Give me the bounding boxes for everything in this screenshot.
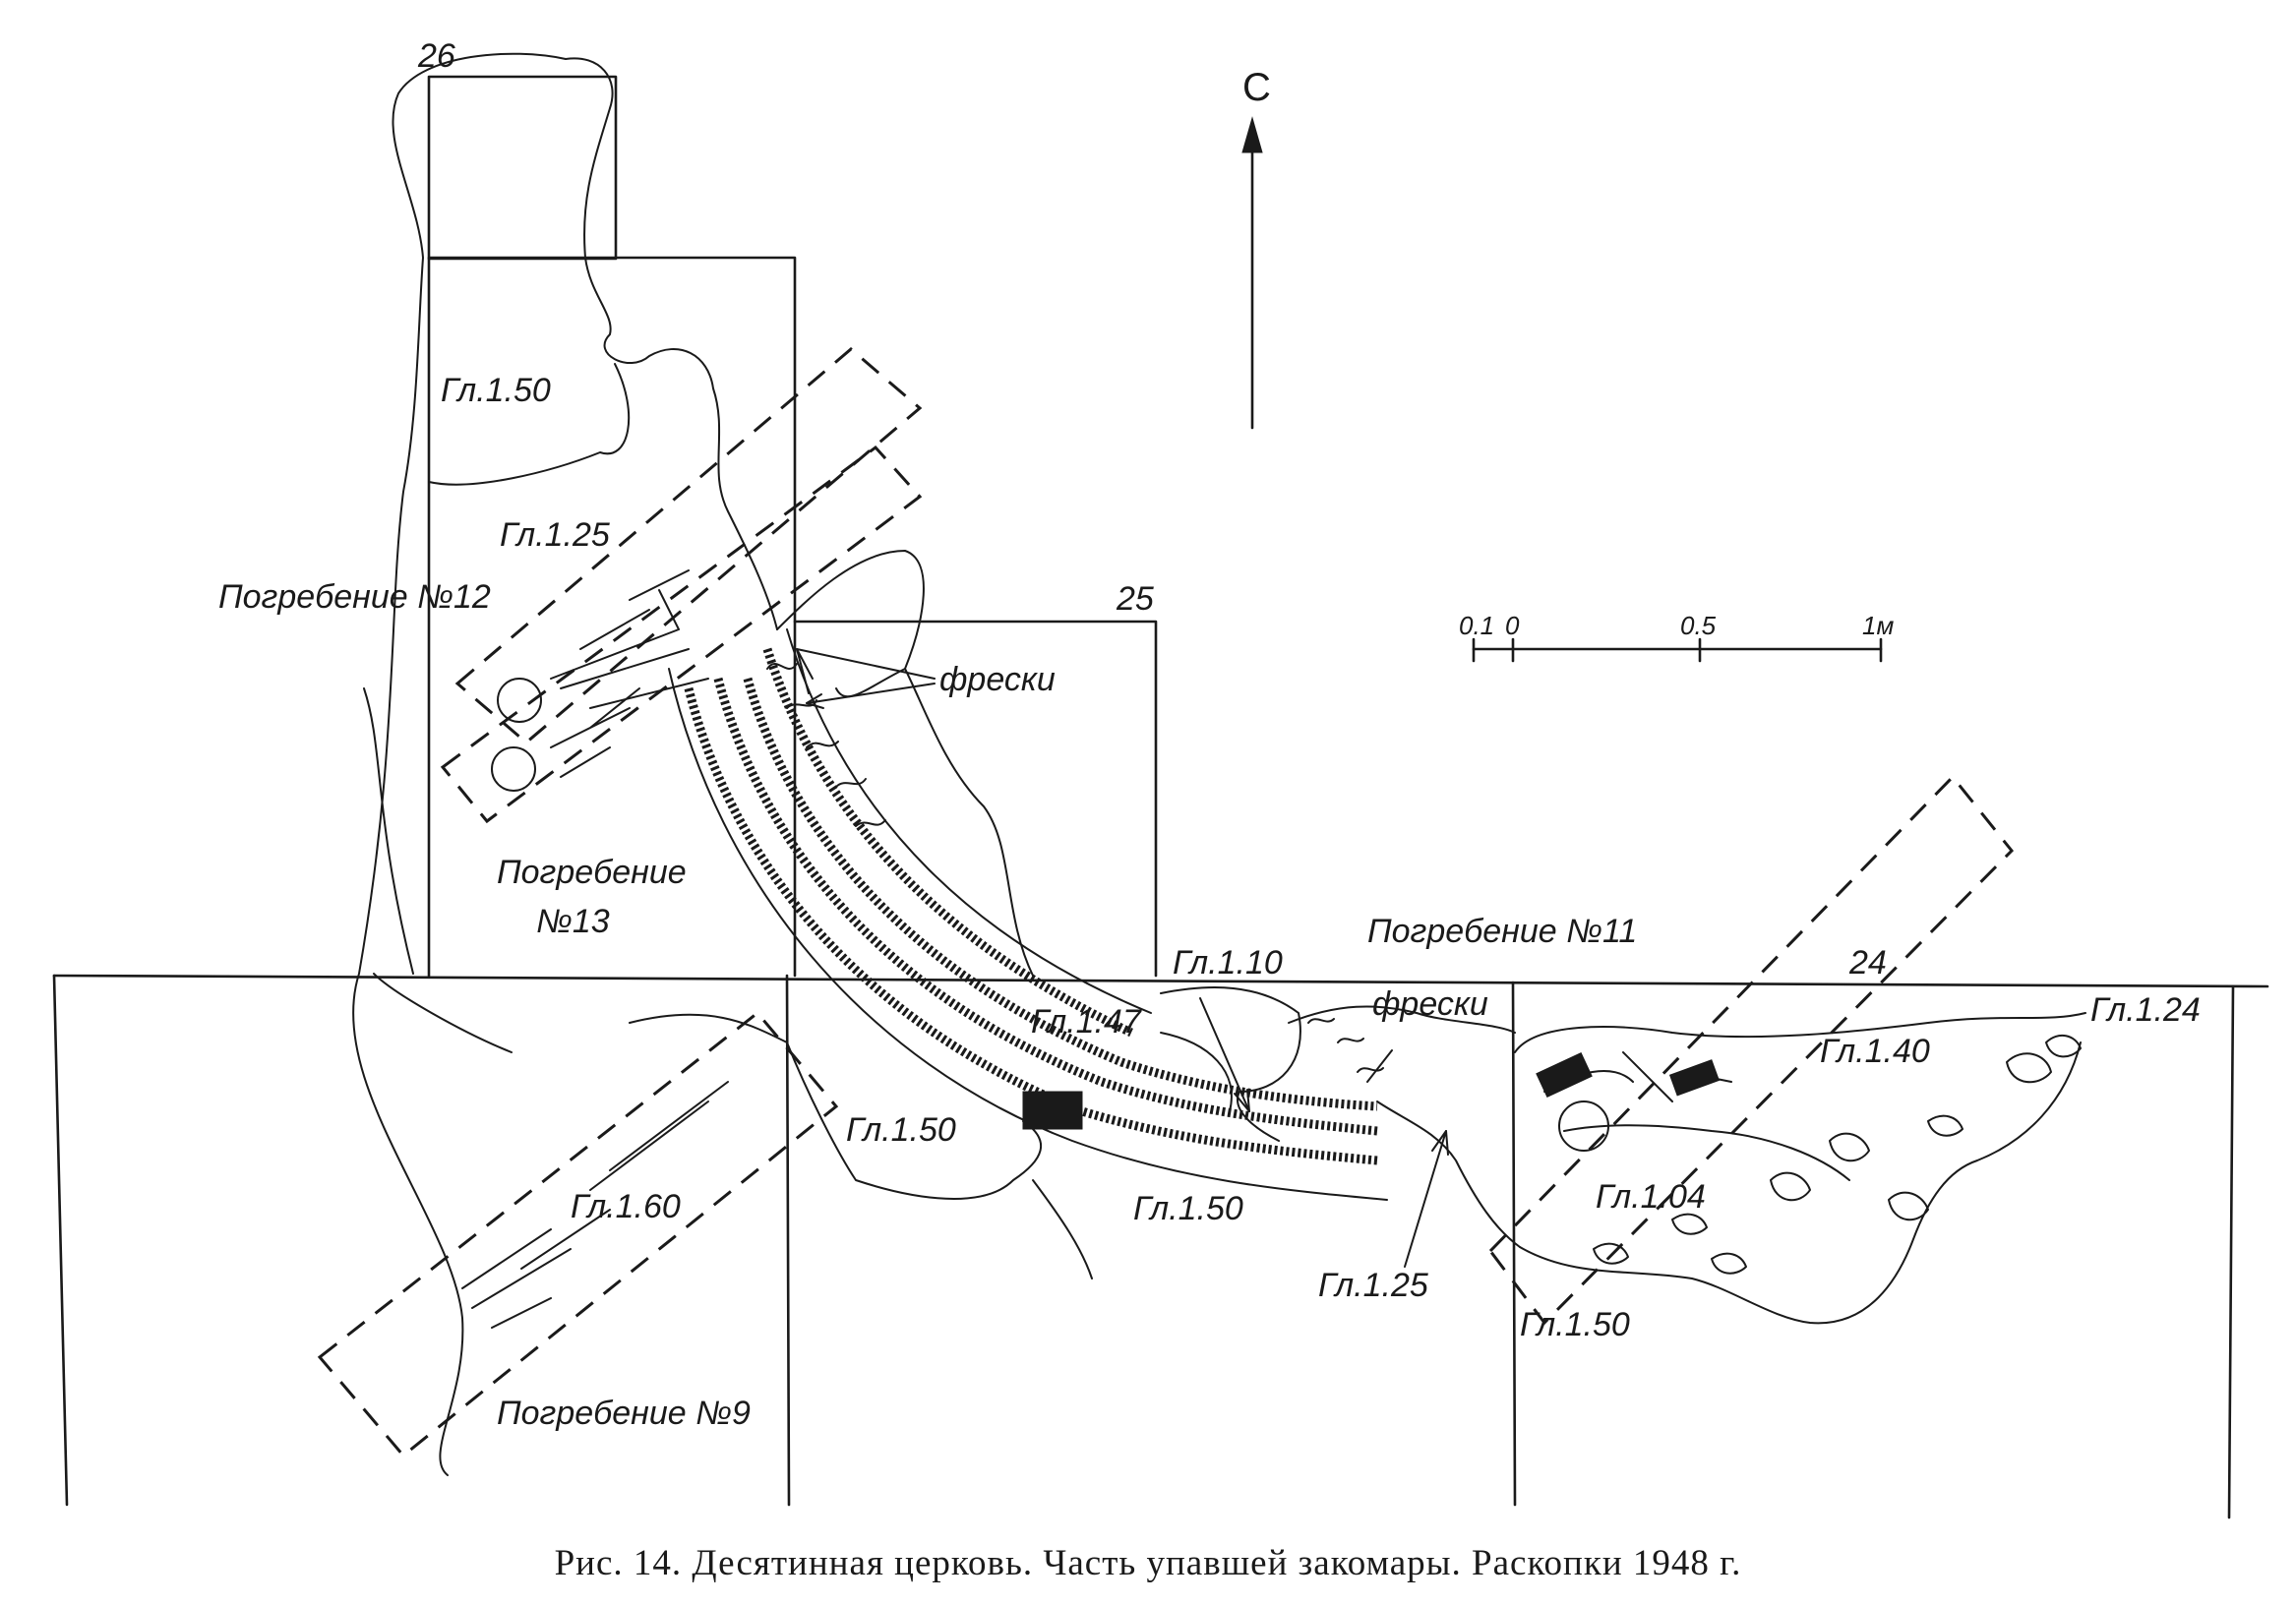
depth-label: Гл.1.50 — [846, 1111, 956, 1149]
skeleton-remains — [461, 569, 1732, 1329]
fresco-label: фрески — [939, 661, 1056, 698]
stone-debris — [1593, 1034, 2082, 1275]
leader-lines — [796, 648, 1449, 1268]
scale-tick-1m: 1м — [1862, 611, 1894, 640]
burial-label-13: Погребение — [497, 854, 687, 891]
north-label: С — [1242, 66, 1271, 109]
north-arrow-icon — [1241, 116, 1263, 430]
depth-label: Гл.1.50 — [441, 372, 551, 409]
depth-label: Гл.1.24 — [2090, 991, 2201, 1029]
burial-label-12: Погребение №12 — [218, 578, 491, 616]
scale-tick-0-1: 0.1 — [1459, 611, 1494, 640]
depth-label: Гл.1.40 — [1820, 1033, 1930, 1070]
depth-label: Гл.1.04 — [1596, 1178, 1706, 1216]
square-number-26: 26 — [417, 37, 455, 75]
scale-bar — [1472, 637, 1883, 663]
burial-pits — [317, 347, 2015, 1458]
fresco-fragments — [766, 663, 1384, 1073]
depth-label: Гл.1.10 — [1173, 944, 1283, 981]
fallen-arch-brickwork — [668, 628, 1721, 1201]
burial-label-11: Погребение №11 — [1367, 913, 1637, 950]
burial-label-13-number: №13 — [536, 903, 610, 940]
soil-contours — [352, 52, 2086, 1476]
depth-label: Гл.1.50 — [1520, 1306, 1630, 1343]
depth-label: Гл.1.50 — [1133, 1190, 1243, 1227]
trench-grid — [52, 75, 2269, 1519]
scale-tick-0: 0 — [1505, 611, 1520, 640]
scale-tick-0-5: 0.5 — [1680, 611, 1717, 640]
depth-label: Гл.1.25 — [500, 516, 610, 554]
burial-label-9: Погребение №9 — [497, 1395, 751, 1432]
square-number-24: 24 — [1848, 944, 1887, 981]
depth-label: Гл.1.25 — [1318, 1267, 1428, 1304]
depth-label: Гл.1.47 — [1031, 1003, 1142, 1041]
depth-label: Гл.1.60 — [571, 1188, 681, 1225]
figure-caption: Рис. 14. Десятинная церковь. Часть упавш… — [554, 1543, 1742, 1583]
fresco-label: фрески — [1372, 985, 1488, 1023]
square-number-25: 25 — [1116, 580, 1154, 618]
